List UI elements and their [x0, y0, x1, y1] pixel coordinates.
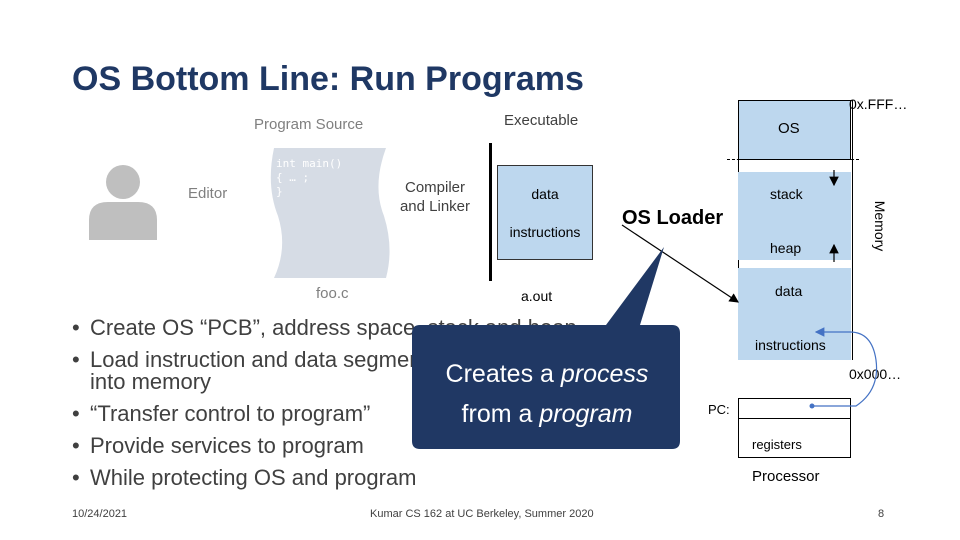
code-line: int main(): [276, 157, 343, 170]
heap-label: heap: [770, 240, 802, 256]
executable-segments: data instructions: [497, 165, 593, 260]
bullet-item: •Provide services to program: [72, 433, 364, 458]
page-number: 8: [878, 508, 885, 520]
bullet-item: •“Transfer control to program”: [72, 401, 371, 426]
memory-divider-dashed: [727, 159, 859, 160]
executable-file-border: [489, 143, 602, 281]
processor-block: [738, 398, 851, 458]
code-snippet: int main() { … ; }: [276, 157, 342, 199]
code-line: }: [276, 185, 283, 198]
program-source-shape: [270, 148, 390, 278]
bottom-address-label: 0x000…: [849, 366, 902, 382]
loader-arrow: [621, 224, 739, 303]
exec-instructions-segment: instructions: [509, 224, 581, 240]
pc-label: PC:: [708, 402, 730, 417]
os-region: [738, 100, 851, 160]
footer-course: Kumar CS 162 at UC Berkeley, Summer 2020: [370, 508, 594, 520]
code-line: { … ;: [276, 171, 310, 184]
top-address-label: 0x.FFF…: [849, 96, 908, 112]
executable-label: Executable: [504, 112, 579, 129]
compiler-linker-label: Compiler and Linker: [399, 179, 471, 215]
source-file-label: foo.c: [316, 285, 349, 302]
editor-label: Editor: [188, 185, 228, 202]
callout-text: Creates a process from a program: [414, 354, 680, 434]
processor-label: Processor: [752, 468, 820, 485]
memory-data-label: data: [775, 283, 803, 299]
pc-to-instructions-arrow: [812, 327, 878, 407]
page-title: OS Bottom Line: Run Programs: [72, 60, 584, 98]
program-source-label: Program Source: [254, 116, 364, 133]
footer-date: 10/24/2021: [72, 508, 128, 520]
registers-label: registers: [752, 437, 802, 452]
stack-label: stack: [770, 186, 803, 202]
bullet-item: •While protecting OS and program: [72, 465, 417, 490]
pc-register-divider: [738, 418, 851, 419]
pc-dot: [809, 403, 815, 409]
data-instructions-region: [738, 268, 851, 360]
callout-shape: [412, 247, 680, 449]
callout-line-1: Creates a process: [445, 360, 649, 388]
os-loader-label: OS Loader: [622, 207, 724, 229]
callout-line-2: from a program: [461, 400, 633, 428]
exec-data-segment: data: [531, 186, 559, 202]
user-icon: [89, 165, 157, 240]
os-region-label: OS: [778, 120, 800, 137]
memory-instructions-label: instructions: [755, 337, 826, 353]
executable-file-label: a.out: [521, 288, 553, 304]
bullet-continuation: into memory: [90, 369, 212, 394]
